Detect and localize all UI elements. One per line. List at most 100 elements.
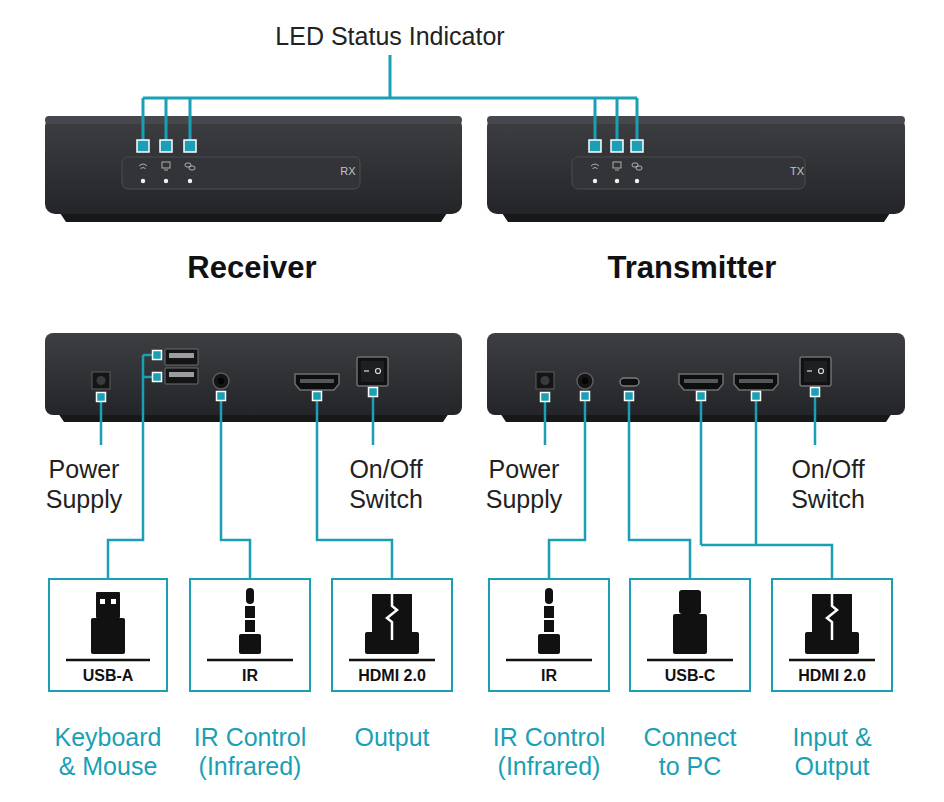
icon-part: [246, 588, 254, 604]
transmitter-front: [487, 116, 905, 222]
port-marker: [153, 351, 162, 360]
port-caption: Output: [331, 723, 453, 752]
icon-part: [96, 592, 120, 618]
icon-part: [673, 614, 707, 654]
jack-icon: [506, 588, 592, 660]
led-marker: [184, 140, 196, 152]
wifi-icon: [591, 164, 599, 169]
monitor-stand: [164, 170, 168, 171]
icon-part: [679, 590, 701, 614]
usb-tongue: [169, 372, 194, 377]
device-heading: Receiver: [112, 250, 392, 287]
usb-port: [165, 368, 198, 384]
icon-part: [111, 599, 116, 604]
link-icon: [189, 166, 195, 170]
icon-part: [245, 620, 255, 632]
icon-baseline: [506, 659, 592, 662]
usb-port: [165, 349, 198, 365]
switch-rocker: [361, 361, 384, 382]
port-box: USB-CConnect to PC: [629, 578, 751, 692]
hdmi-port: [679, 374, 723, 390]
port-label: On/Off Switch: [773, 455, 883, 514]
led-marker: [631, 140, 643, 152]
icon-part: [245, 606, 255, 618]
device-body: [45, 333, 462, 415]
switch-rocker: [804, 361, 827, 382]
status-led: [593, 179, 597, 183]
icon-baseline: [207, 659, 293, 662]
port-caption: IR Control (Infrared): [479, 723, 619, 781]
port-frame: USB-A: [48, 578, 168, 692]
port-marker: [625, 392, 634, 401]
device-body: [45, 116, 462, 214]
switch-mark: [364, 370, 369, 371]
port-box: HDMI 2.0Input & Output: [771, 578, 893, 692]
port-frame: HDMI 2.0: [771, 578, 893, 692]
device-top-edge: [45, 116, 462, 124]
port-marker: [697, 392, 706, 401]
port-frame: HDMI 2.0: [331, 578, 453, 692]
led-marker: [589, 140, 601, 152]
hdmi-contacts: [739, 379, 773, 383]
hdmi-icon: [789, 594, 875, 660]
leader-bracket: [143, 55, 637, 142]
port-markers: [97, 351, 820, 402]
port-type-row: HDMI 2.0: [333, 666, 451, 685]
port-marker: [153, 373, 162, 382]
icon-part: [538, 634, 560, 654]
front-panel: [122, 157, 360, 189]
icon-part: [387, 594, 397, 640]
ir-jack-hole: [218, 378, 224, 384]
leader-line: [545, 392, 832, 578]
icon-baseline: [349, 659, 435, 662]
status-led: [141, 179, 145, 183]
power-jack: [92, 372, 110, 389]
ir-jack-hole: [582, 378, 588, 384]
icon-part: [544, 620, 554, 632]
power-jack-pin: [97, 376, 106, 385]
connector-icon: [631, 580, 749, 664]
power-jack: [536, 372, 554, 389]
port-marker: [752, 392, 761, 401]
port-box: USB-AKeyboard & Mouse: [48, 578, 168, 692]
icon-part: [545, 588, 553, 604]
port-box: IRIR Control (Infrared): [189, 578, 311, 692]
port-type: HDMI 2.0: [358, 667, 426, 684]
wifi-icon: [139, 164, 147, 169]
port-type-row: HDMI 2.0: [773, 666, 891, 685]
receiver-front: [45, 116, 462, 222]
port-caption: IR Control (Infrared): [180, 723, 320, 781]
icon-baseline: [66, 659, 150, 662]
port-type-row: USB-A: [50, 666, 166, 685]
icon-part: [239, 634, 261, 654]
port-label: Power Supply: [474, 455, 574, 514]
led-markers: [137, 140, 643, 152]
port-marker: [313, 392, 322, 401]
monitor-stand: [615, 170, 619, 171]
device-heading: Transmitter: [552, 250, 832, 287]
usba-icon: [66, 592, 150, 660]
port-frame: USB-C: [629, 578, 751, 692]
device-tag: RX: [333, 165, 363, 178]
port-type-row: USB-C: [631, 666, 749, 685]
port-type: IR: [242, 667, 258, 684]
connector-icon: [490, 580, 608, 664]
monitor-icon: [613, 162, 621, 168]
switch-mark: [376, 369, 381, 374]
port-caption: Input & Output: [772, 723, 892, 781]
switch-mark: [807, 370, 812, 371]
port-type-row: IR: [490, 666, 608, 685]
port-type: USB-A: [83, 667, 134, 684]
port-type: HDMI 2.0: [798, 667, 866, 684]
usbc-icon: [647, 590, 733, 660]
led-marker: [160, 140, 172, 152]
icon-baseline: [789, 659, 875, 662]
icon-part: [100, 599, 105, 604]
status-led: [635, 179, 639, 183]
leader-line: [101, 355, 392, 578]
hdmi-contacts: [300, 379, 334, 383]
front-panel: [572, 157, 805, 189]
device-body: [487, 333, 905, 415]
led-marker: [611, 140, 623, 152]
